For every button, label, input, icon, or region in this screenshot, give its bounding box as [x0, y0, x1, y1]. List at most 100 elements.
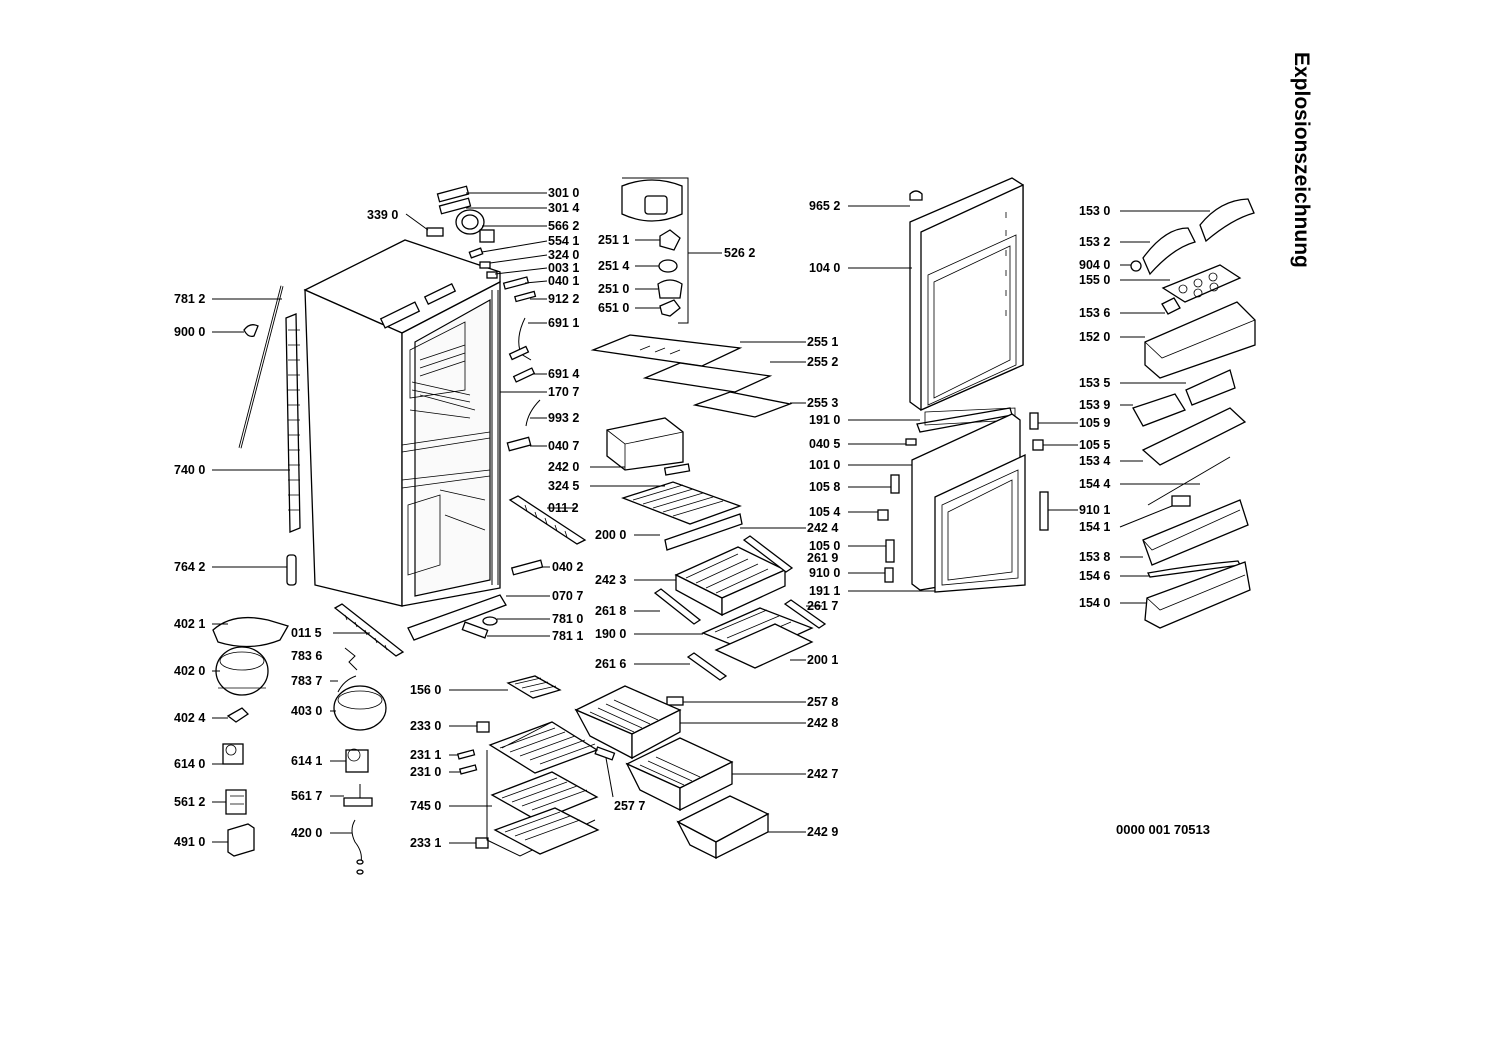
door-shelves: [1130, 198, 1256, 629]
label-242-0: 242 0: [548, 460, 579, 474]
label-781-2: 781 2: [174, 292, 205, 306]
label-783-7: 783 7: [291, 674, 322, 688]
label-561-7: 561 7: [291, 789, 322, 803]
label-154-4: 154 4: [1079, 477, 1110, 491]
label-233-0: 233 0: [410, 719, 441, 733]
label-912-2: 912 2: [548, 292, 579, 306]
leader-lines: [212, 192, 1210, 844]
wire-shelves: [486, 721, 600, 857]
label-691-1: 691 1: [548, 316, 579, 330]
label-261-8: 261 8: [595, 604, 626, 618]
label-156-0: 156 0: [410, 683, 441, 697]
label-781-1: 781 1: [552, 629, 583, 643]
label-155-0: 155 0: [1079, 273, 1110, 287]
document-number: 0000 001 70513: [1116, 822, 1210, 837]
label-910-0: 910 0: [809, 566, 840, 580]
label-255-3: 255 3: [807, 396, 838, 410]
label-105-8: 105 8: [809, 480, 840, 494]
label-153-0: 153 0: [1079, 204, 1110, 218]
label-561-2: 561 2: [174, 795, 205, 809]
label-011-2: 011 2: [548, 501, 579, 515]
upper-door: [909, 177, 1024, 433]
label-251-0: 251 0: [598, 282, 629, 296]
label-190-0: 190 0: [595, 627, 626, 641]
label-242-7: 242 7: [807, 767, 838, 781]
label-324-5: 324 5: [548, 479, 579, 493]
label-153-6: 153 6: [1079, 306, 1110, 320]
label-781-0: 781 0: [552, 612, 583, 626]
label-339-0: 339 0: [367, 208, 398, 222]
label-040-2: 040 2: [552, 560, 583, 574]
label-614-1: 614 1: [291, 754, 322, 768]
label-740-0: 740 0: [174, 463, 205, 477]
label-651-0: 651 0: [598, 301, 629, 315]
condenser: [238, 285, 301, 586]
label-324-0: 324 0: [548, 248, 579, 262]
lower-door: [877, 412, 1049, 593]
label-231-1: 231 1: [410, 748, 441, 762]
label-105-0: 105 0: [809, 539, 840, 553]
label-153-2: 153 2: [1079, 235, 1110, 249]
compressor-group: [212, 616, 387, 875]
label-242-9: 242 9: [807, 825, 838, 839]
label-900-0: 900 0: [174, 325, 205, 339]
label-965-2: 965 2: [809, 199, 840, 213]
label-191-0: 191 0: [809, 413, 840, 427]
label-170-7: 170 7: [548, 385, 579, 399]
label-910-1: 910 1: [1079, 503, 1110, 517]
label-257-7: 257 7: [614, 799, 645, 813]
label-255-1: 255 1: [807, 335, 838, 349]
label-257-8: 257 8: [807, 695, 838, 709]
label-566-2: 566 2: [548, 219, 579, 233]
label-070-7: 070 7: [552, 589, 583, 603]
label-003-1: 003 1: [548, 261, 579, 275]
label-154-1: 154 1: [1079, 520, 1110, 534]
cabinet-body: [303, 239, 501, 607]
label-251-4: 251 4: [598, 259, 629, 273]
label-402-1: 402 1: [174, 617, 205, 631]
label-691-4: 691 4: [548, 367, 579, 381]
label-200-1: 200 1: [807, 653, 838, 667]
top-hinge-parts: [426, 185, 537, 303]
label-101-0: 101 0: [809, 458, 840, 472]
label-040-1: 040 1: [548, 274, 579, 288]
shelves-and-trays: [456, 334, 827, 849]
label-526-2: 526 2: [724, 246, 755, 260]
label-764-2: 764 2: [174, 560, 205, 574]
label-261-6: 261 6: [595, 657, 626, 671]
label-105-9: 105 9: [1079, 416, 1110, 430]
label-153-9: 153 9: [1079, 398, 1110, 412]
label-261-9: 261 9: [807, 551, 838, 565]
label-104-0: 104 0: [809, 261, 840, 275]
label-614-0: 614 0: [174, 757, 205, 771]
part-labels: 301 0 301 4 339 0 566 2 554 1 324 0 003 …: [174, 186, 1110, 850]
label-402-0: 402 0: [174, 664, 205, 678]
label-011-5: 011 5: [291, 626, 322, 640]
label-402-4: 402 4: [174, 711, 205, 725]
label-261-7: 261 7: [807, 599, 838, 613]
crisper-drawers: [574, 685, 770, 860]
label-993-2: 993 2: [548, 411, 579, 425]
label-040-5: 040 5: [809, 437, 840, 451]
label-301-4: 301 4: [548, 201, 579, 215]
label-403-0: 403 0: [291, 704, 322, 718]
label-491-0: 491 0: [174, 835, 205, 849]
label-242-3: 242 3: [595, 573, 626, 587]
label-233-1: 233 1: [410, 836, 441, 850]
label-242-8: 242 8: [807, 716, 838, 730]
label-420-0: 420 0: [291, 826, 322, 840]
label-255-2: 255 2: [807, 355, 838, 369]
label-153-8: 153 8: [1079, 550, 1110, 564]
label-242-4: 242 4: [807, 521, 838, 535]
label-153-5: 153 5: [1079, 376, 1110, 390]
label-231-0: 231 0: [410, 765, 441, 779]
label-554-1: 554 1: [548, 234, 579, 248]
label-153-4: 153 4: [1079, 454, 1110, 468]
label-191-1: 191 1: [809, 584, 840, 598]
fan-assembly: [621, 177, 689, 324]
label-152-0: 152 0: [1079, 330, 1110, 344]
cabinet-small-parts: [333, 317, 587, 671]
label-301-0: 301 0: [548, 186, 579, 200]
label-040-7: 040 7: [548, 439, 579, 453]
